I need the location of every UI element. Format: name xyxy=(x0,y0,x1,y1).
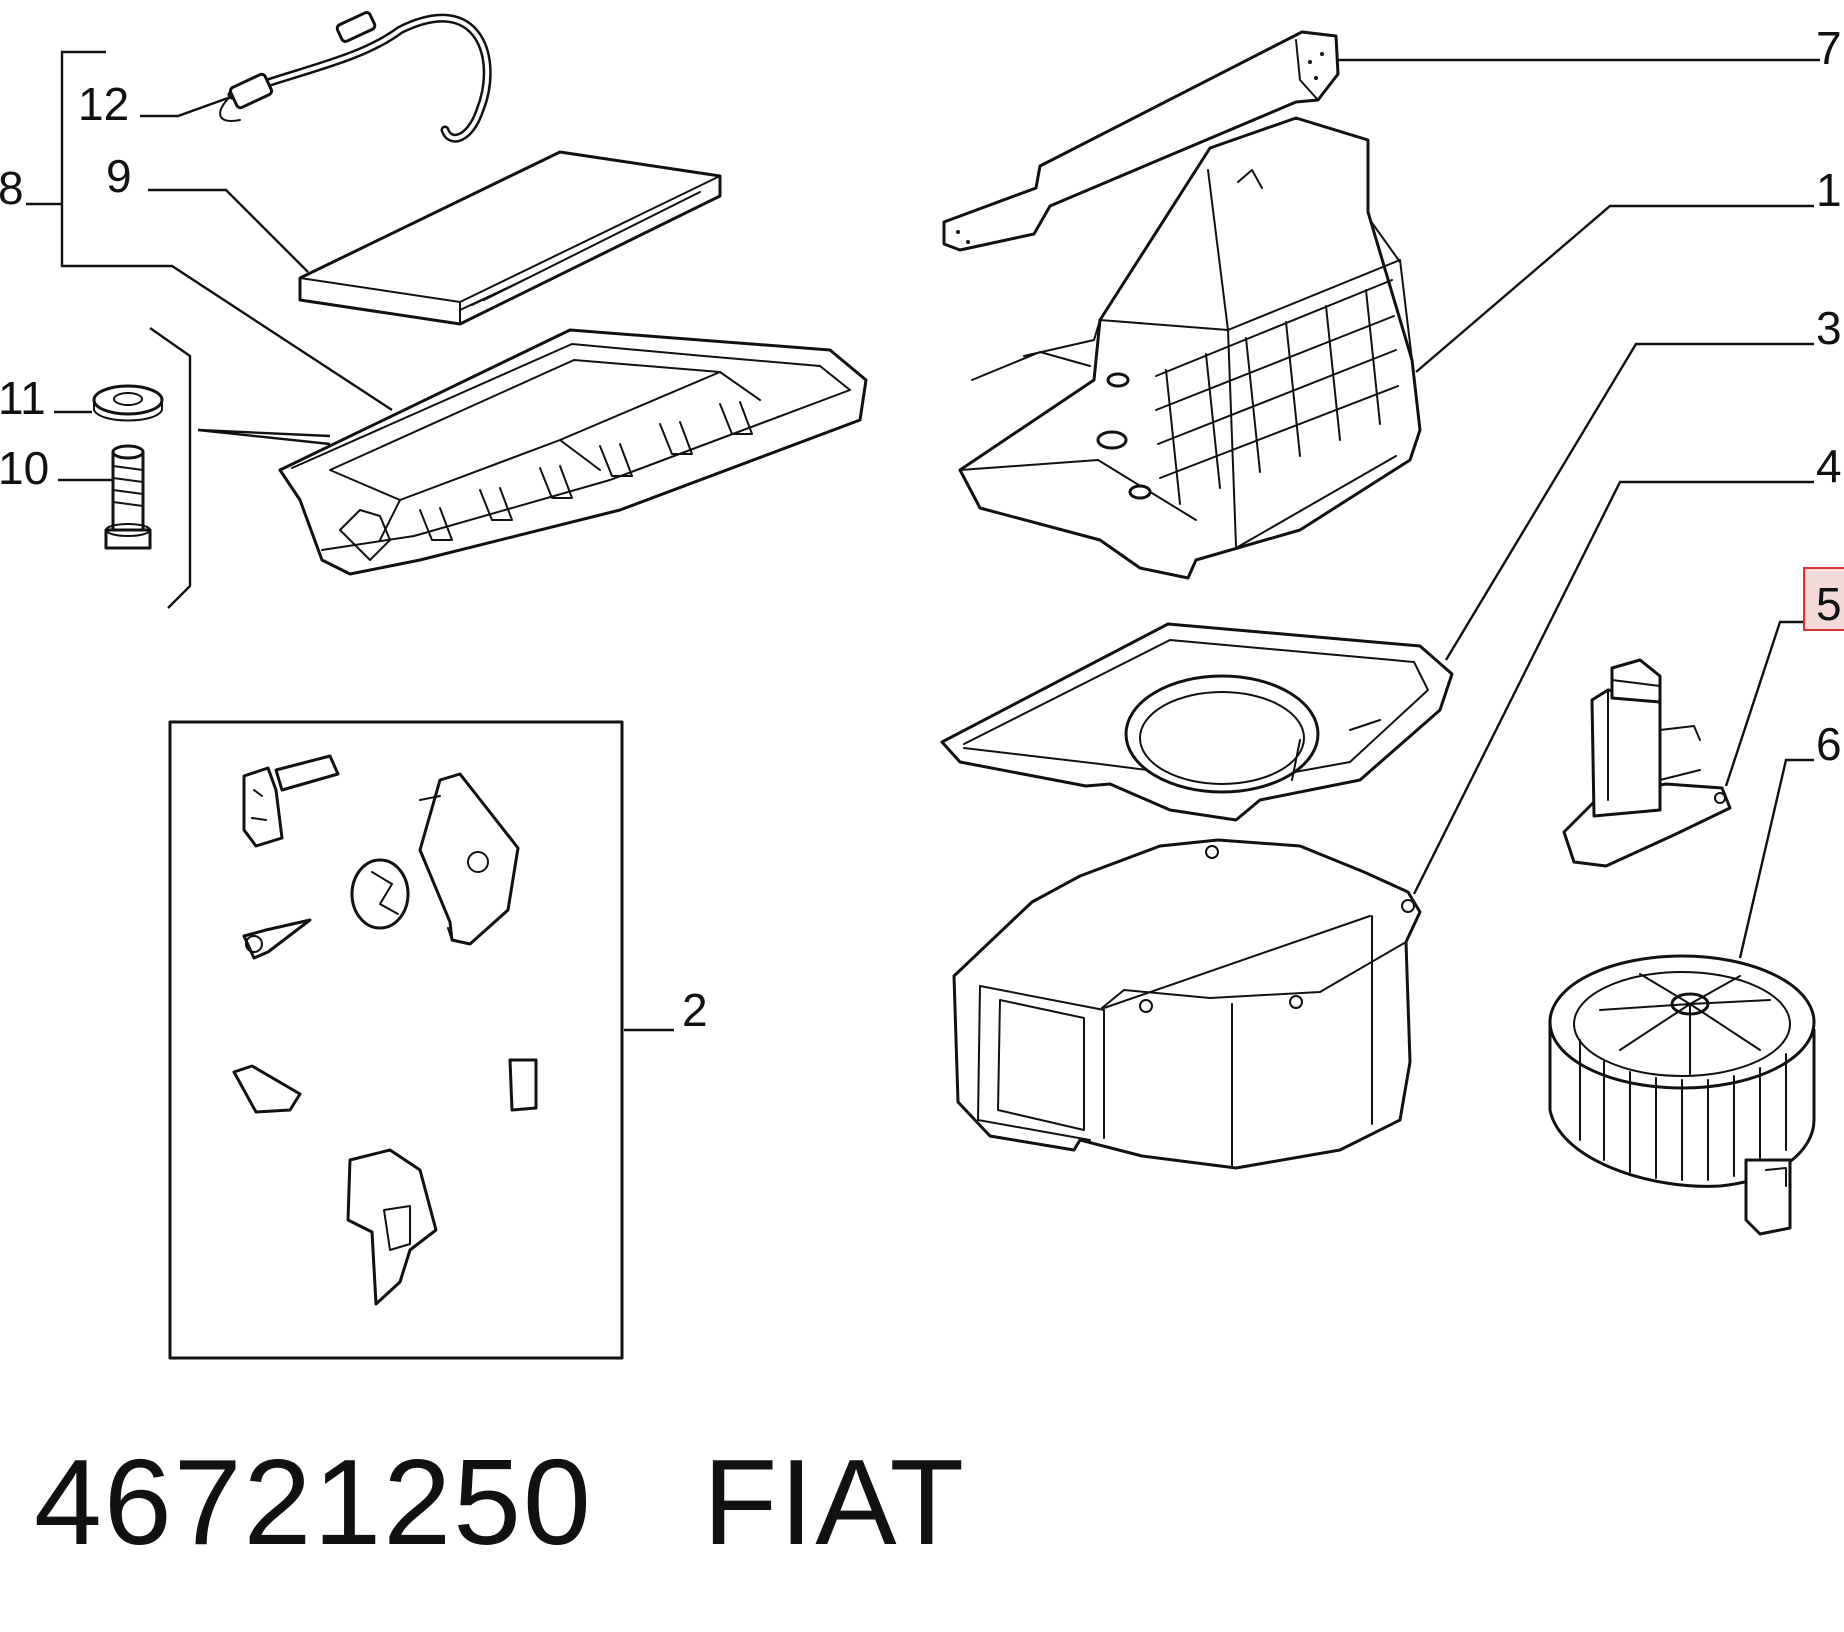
callout-3: 3 xyxy=(1816,302,1842,354)
part-12-cable xyxy=(219,11,492,143)
callout-2: 2 xyxy=(682,984,708,1036)
callout-5-highlight xyxy=(1803,567,1844,631)
callout-5: 5 xyxy=(1816,578,1842,630)
callout-1: 1 xyxy=(1816,164,1842,216)
leader-lines xyxy=(26,50,1820,1032)
bracket-10-11 xyxy=(149,327,192,609)
part-2-kit-box xyxy=(168,720,624,1360)
part-9-filter xyxy=(298,150,722,326)
part-8-filter-tray xyxy=(278,328,868,576)
callout-6: 6 xyxy=(1816,718,1842,770)
callout-4: 4 xyxy=(1816,440,1842,492)
callout-labels: 12 9 8 11 10 7 1 3 4 5 6 2 xyxy=(0,22,1844,1036)
part-7-seal-strip xyxy=(942,30,1340,252)
part-6-blower-fan xyxy=(1548,954,1816,1236)
callout-11: 11 xyxy=(0,372,46,424)
part-number: 46721250 xyxy=(34,1434,593,1570)
part-1-upper-housing xyxy=(958,116,1422,580)
callout-12: 12 xyxy=(78,78,129,130)
callout-8: 8 xyxy=(0,162,24,214)
part-5-resistor xyxy=(1562,658,1732,868)
part-11-washer xyxy=(92,384,164,422)
part-10-bolt xyxy=(104,444,152,550)
callout-10: 10 xyxy=(0,442,49,494)
part-4-scroll-housing xyxy=(952,838,1422,1170)
part-caption: 46721250 FIAT xyxy=(34,1432,966,1572)
callout-9: 9 xyxy=(106,150,132,202)
callout-7: 7 xyxy=(1816,22,1842,74)
part-3-gasket-plate xyxy=(940,622,1454,822)
brand-name: FIAT xyxy=(702,1434,967,1570)
